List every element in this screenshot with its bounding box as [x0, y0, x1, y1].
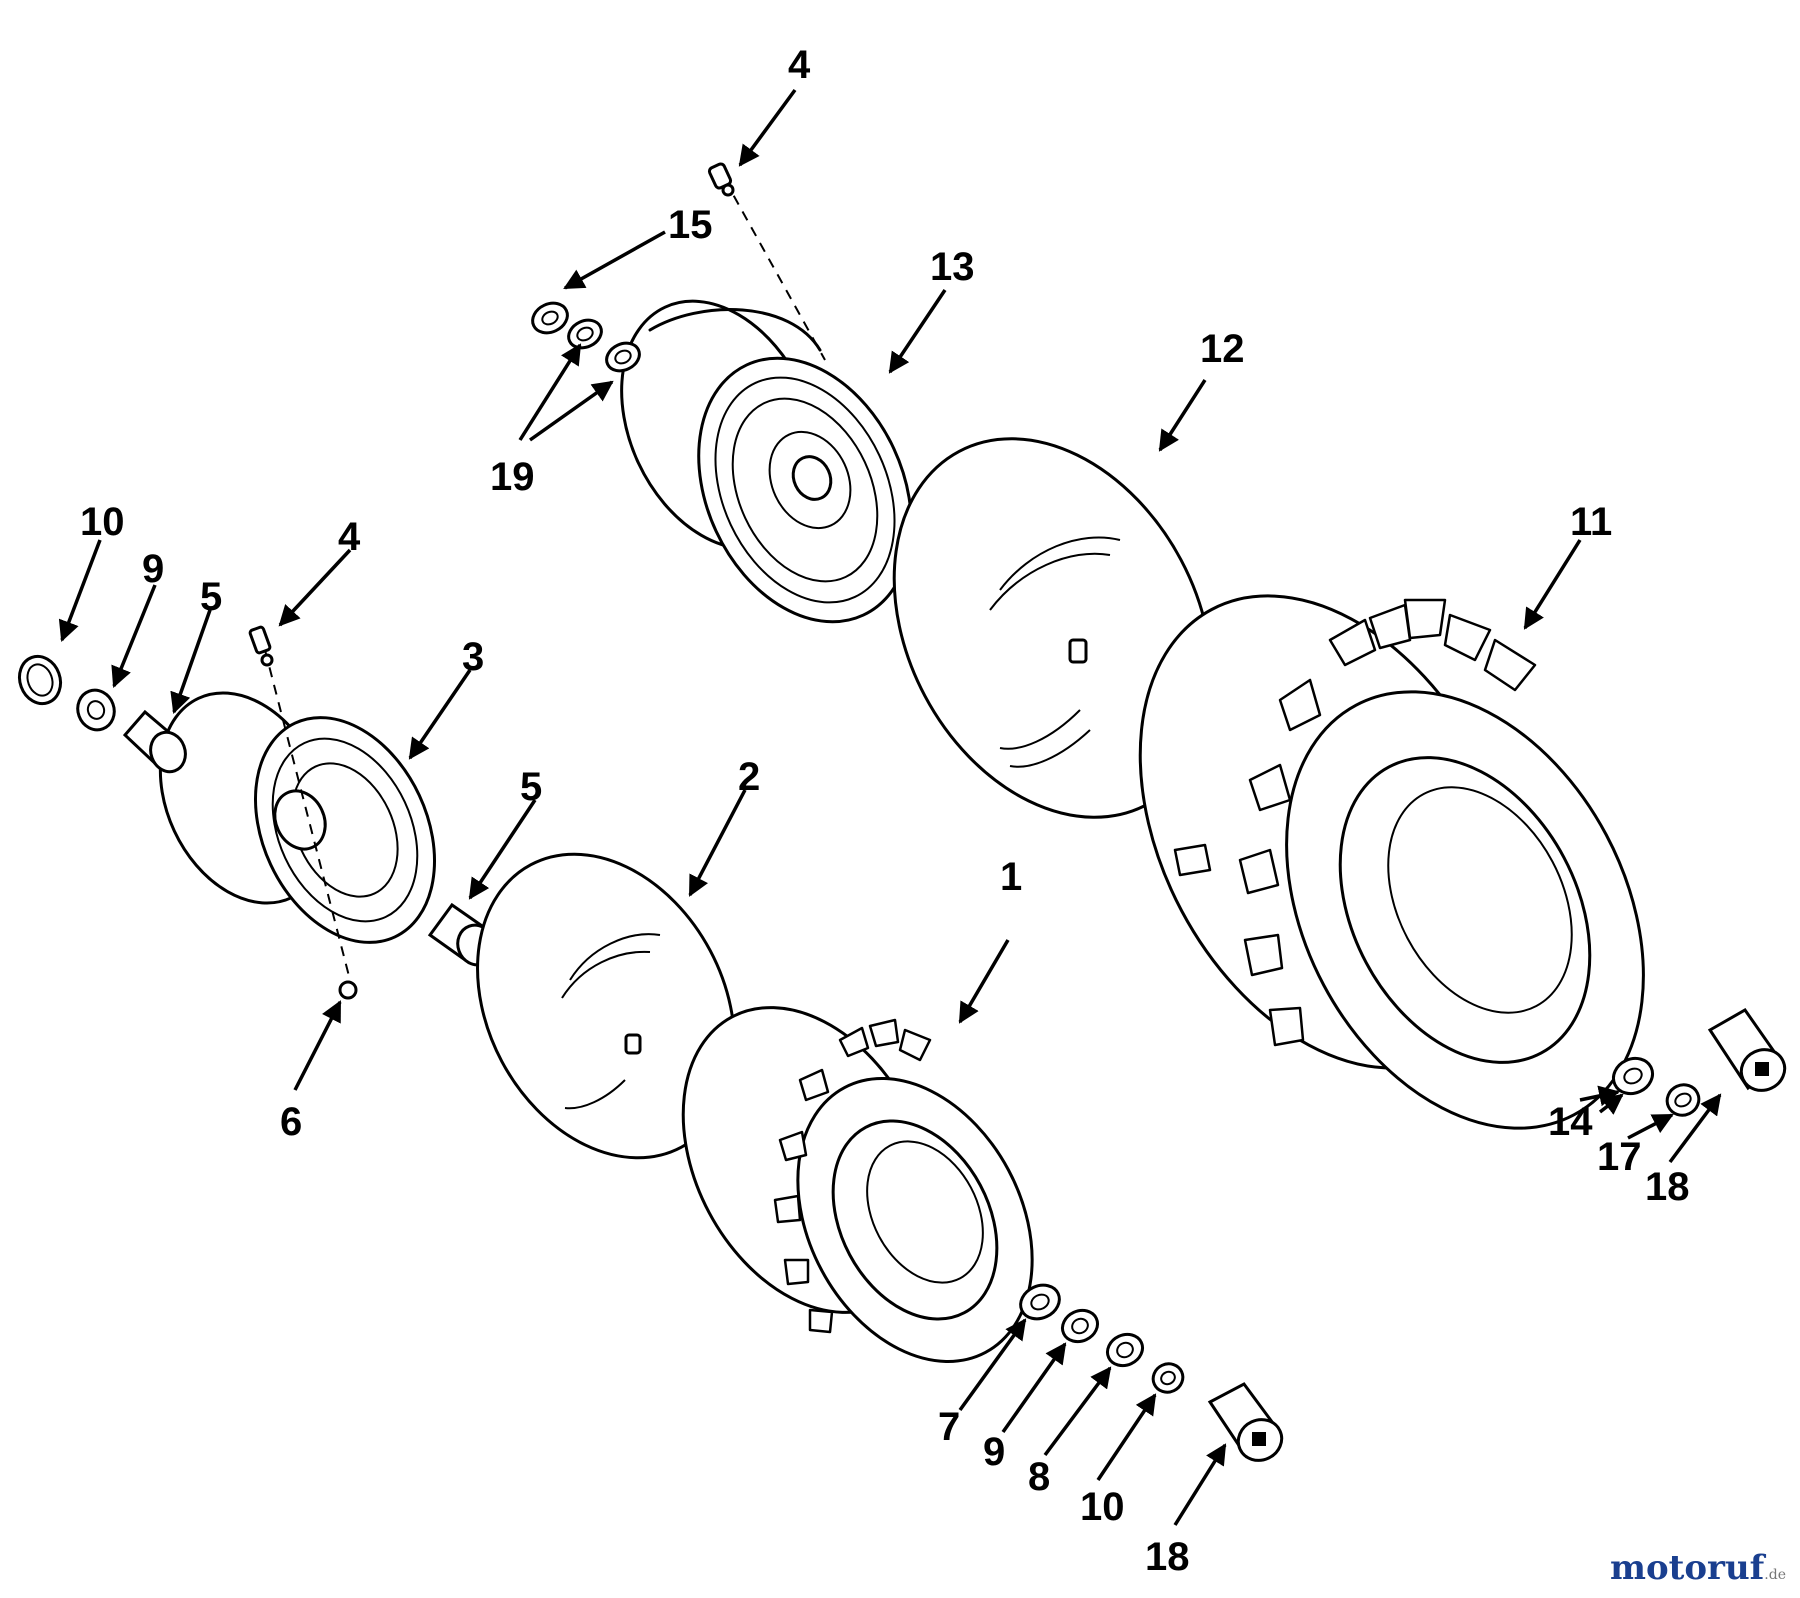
callouts: 4 15 13 19 12 11 10 9 5 4 3 5 2 1 6 14 1… — [80, 43, 1690, 1579]
washer-8 — [1105, 1332, 1145, 1368]
washer-15 — [531, 301, 569, 335]
watermark-brand: motoruf — [1610, 1548, 1765, 1588]
callout-2: 2 — [738, 755, 760, 799]
callout-3: 3 — [462, 635, 484, 679]
callout-9-left: 9 — [142, 547, 164, 591]
valve-stem-4-left — [248, 625, 274, 667]
inner-tube-12 — [892, 437, 1214, 819]
callout-7: 7 — [938, 1405, 960, 1449]
callout-14: 14 — [1548, 1100, 1593, 1144]
callout-4-left: 4 — [338, 515, 361, 559]
callout-18-lower: 18 — [1145, 1535, 1190, 1579]
snap-ring-10-left — [17, 654, 63, 706]
lock-washer-10-lower — [1151, 1362, 1185, 1394]
callout-13: 13 — [930, 245, 975, 289]
washer-9-left — [76, 688, 116, 732]
callout-4-top: 4 — [788, 43, 811, 87]
washer-14 — [1612, 1056, 1654, 1096]
callout-19: 19 — [490, 455, 535, 499]
callout-8: 8 — [1028, 1455, 1050, 1499]
callout-5-left: 5 — [200, 575, 222, 619]
callout-9-lower: 9 — [983, 1430, 1005, 1474]
tire-11 — [1138, 594, 1645, 1130]
rim-13 — [620, 179, 913, 624]
hub-cap-18-right — [1707, 1008, 1787, 1092]
callout-5-center: 5 — [520, 765, 542, 809]
callout-17: 17 — [1597, 1135, 1642, 1179]
callout-15: 15 — [668, 203, 713, 247]
watermark-suffix: .de — [1764, 1567, 1786, 1583]
washer-7 — [1019, 1283, 1061, 1321]
valve-6 — [338, 980, 358, 1000]
callout-10-lower: 10 — [1080, 1485, 1125, 1529]
hub-cap-18-lower — [1207, 1382, 1284, 1462]
watermark-logo: motoruf.de — [1610, 1548, 1786, 1588]
callout-6: 6 — [280, 1100, 302, 1144]
callout-18-right: 18 — [1645, 1165, 1690, 1209]
tire-1 — [681, 1006, 1034, 1363]
inner-tube-2 — [476, 852, 736, 1160]
tread-11 — [1173, 598, 1537, 1047]
tread-1 — [773, 1018, 932, 1334]
leader-lines — [58, 88, 1722, 1526]
callout-10-left: 10 — [80, 500, 125, 544]
valve-stem-4-top — [707, 162, 735, 197]
washer-9-lower — [1060, 1308, 1100, 1344]
rim-3 — [158, 649, 436, 981]
washer-19b — [605, 341, 641, 373]
callout-11: 11 — [1570, 500, 1612, 544]
bushing-5-left — [122, 709, 187, 774]
callout-1: 1 — [1000, 855, 1022, 899]
lock-washer-17 — [1665, 1083, 1701, 1117]
washer-19a — [567, 318, 603, 350]
callout-12: 12 — [1200, 327, 1245, 371]
